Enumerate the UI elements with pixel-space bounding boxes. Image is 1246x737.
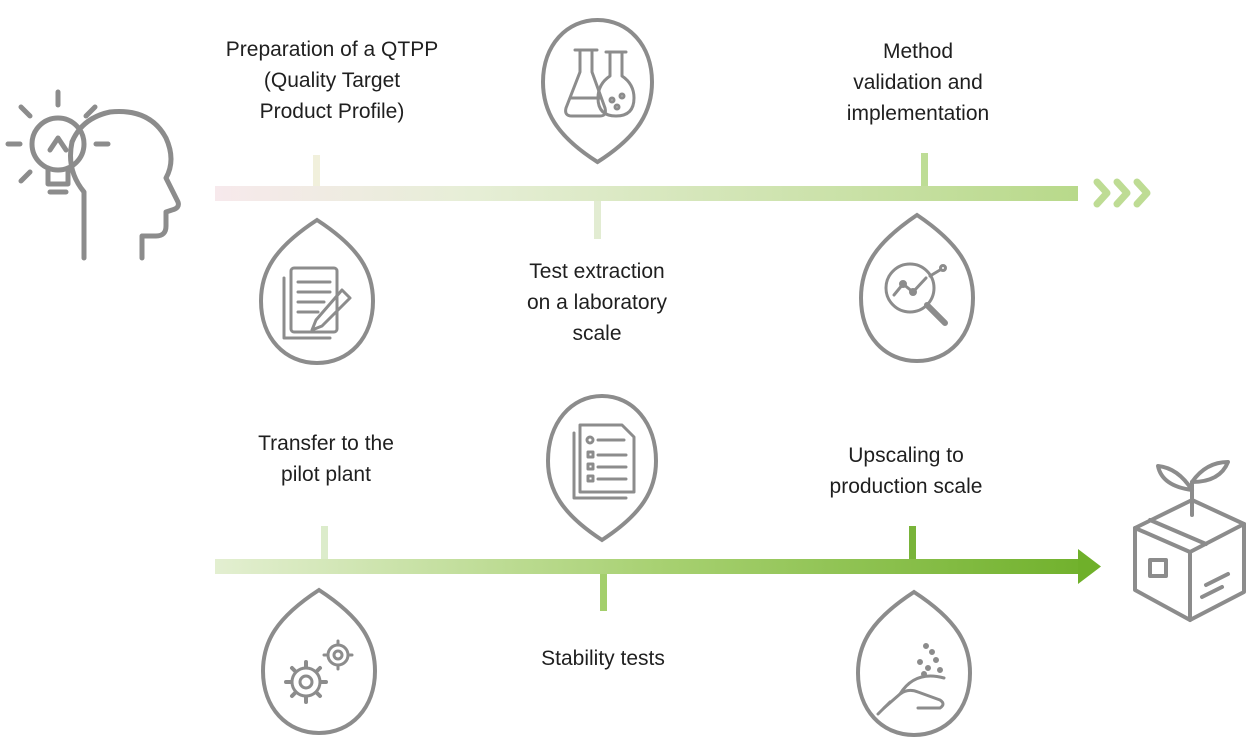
label-lab-extraction: Test extraction on a laboratory scale — [526, 260, 668, 345]
label-stability: Stability tests — [541, 647, 665, 670]
triple-chevron-icon — [1093, 178, 1151, 208]
document-pen-icon — [282, 266, 352, 340]
drop-hand-powder — [855, 589, 973, 737]
flasks-icon — [564, 48, 636, 118]
tick-upscaling — [909, 526, 916, 559]
label-upscaling: Upscaling to production scale — [829, 444, 983, 498]
tick-qtpp — [313, 155, 320, 186]
label-validation: Method validation and implementation — [846, 40, 990, 125]
tick-validation — [921, 153, 928, 186]
timeline-arrowhead — [1078, 549, 1101, 584]
hand-powder-icon — [876, 643, 946, 716]
drop-report — [545, 393, 659, 543]
timeline-bar-2 — [215, 559, 1083, 574]
drop-flasks — [540, 17, 655, 165]
drop-document-pen — [258, 217, 376, 366]
report-document-icon — [572, 423, 636, 500]
lightbulb-head-icon — [5, 89, 181, 261]
timeline-bar-1 — [215, 186, 1078, 201]
magnifier-chart-icon — [884, 262, 948, 326]
label-pilot-plant: Transfer to the pilot plant — [258, 432, 394, 486]
drop-gears — [260, 587, 378, 736]
drop-magnifier — [858, 212, 976, 364]
gears-icon — [284, 639, 354, 704]
box-sprout-icon — [1133, 460, 1246, 622]
tick-lab-extraction — [594, 201, 601, 239]
label-qtpp: Preparation of a QTPP (Quality Target Pr… — [225, 38, 439, 123]
tick-stability — [600, 574, 607, 611]
tick-pilot-plant — [321, 526, 328, 559]
